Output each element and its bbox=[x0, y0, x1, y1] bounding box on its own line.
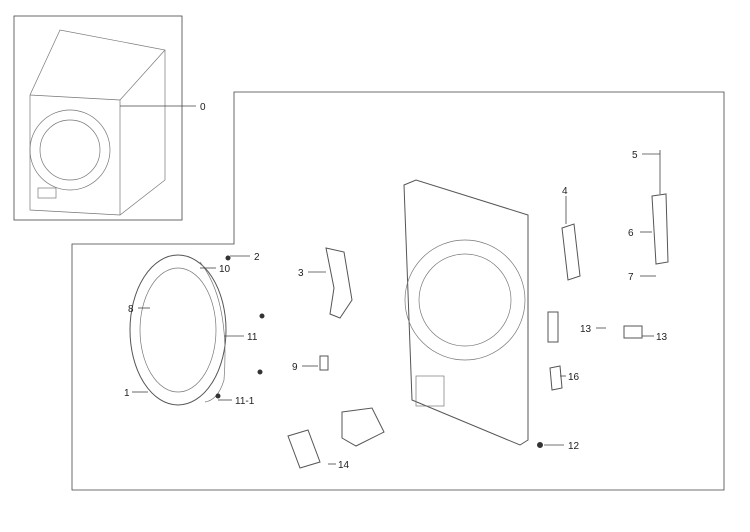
callout-9: 9 bbox=[292, 362, 298, 373]
dryer-panel-outline bbox=[37, 187, 57, 199]
front-panel-opening-inner bbox=[418, 253, 512, 347]
bracket-part-13 bbox=[547, 311, 559, 343]
switch-part-6 bbox=[651, 193, 669, 265]
callout-2: 2 bbox=[254, 252, 260, 263]
callout-11-1: 11-1 bbox=[235, 396, 255, 407]
callout-4: 4 bbox=[562, 186, 568, 197]
front-panel bbox=[403, 179, 529, 446]
screw-part-12 bbox=[537, 442, 543, 448]
callout-6: 6 bbox=[628, 228, 634, 239]
door-hinge-edge bbox=[199, 261, 226, 403]
leader-lines bbox=[132, 153, 660, 465]
dryer-body-outline bbox=[29, 29, 166, 216]
door-assembly bbox=[129, 254, 265, 406]
switch-part-13 bbox=[623, 325, 643, 339]
bracket-part-4 bbox=[561, 223, 581, 281]
callout-1: 1 bbox=[124, 388, 130, 399]
hinge-part-3 bbox=[325, 247, 353, 319]
callout-16: 16 bbox=[568, 372, 580, 383]
latch-part-9 bbox=[319, 355, 329, 371]
callout-13-left: 13 bbox=[580, 324, 592, 335]
filter-housing bbox=[415, 375, 445, 407]
callout-3: 3 bbox=[298, 268, 304, 279]
duct-part-14 bbox=[341, 407, 385, 447]
callout-8: 8 bbox=[128, 304, 134, 315]
callout-12: 12 bbox=[568, 441, 580, 452]
dryer-door-outline bbox=[29, 109, 111, 191]
overview-inset: 0 bbox=[13, 15, 206, 221]
front-panel-body bbox=[403, 179, 529, 446]
part-16 bbox=[549, 365, 563, 391]
cover-part-14 bbox=[287, 429, 321, 469]
door-glass bbox=[139, 267, 217, 393]
screw-part-2 bbox=[225, 255, 231, 261]
callout-13-right: 13 bbox=[656, 332, 668, 343]
door-frame-outer bbox=[129, 254, 227, 406]
callout-5: 5 bbox=[632, 150, 638, 161]
callout-7: 7 bbox=[628, 272, 634, 283]
callout-0: 0 bbox=[200, 102, 206, 113]
overview-inset-frame bbox=[13, 15, 183, 221]
exploded-view-frame bbox=[71, 91, 725, 491]
callout-11: 11 bbox=[247, 332, 258, 343]
callout-14: 14 bbox=[338, 460, 350, 471]
callout-10: 10 bbox=[219, 264, 231, 275]
front-panel-opening-outer bbox=[404, 239, 526, 361]
